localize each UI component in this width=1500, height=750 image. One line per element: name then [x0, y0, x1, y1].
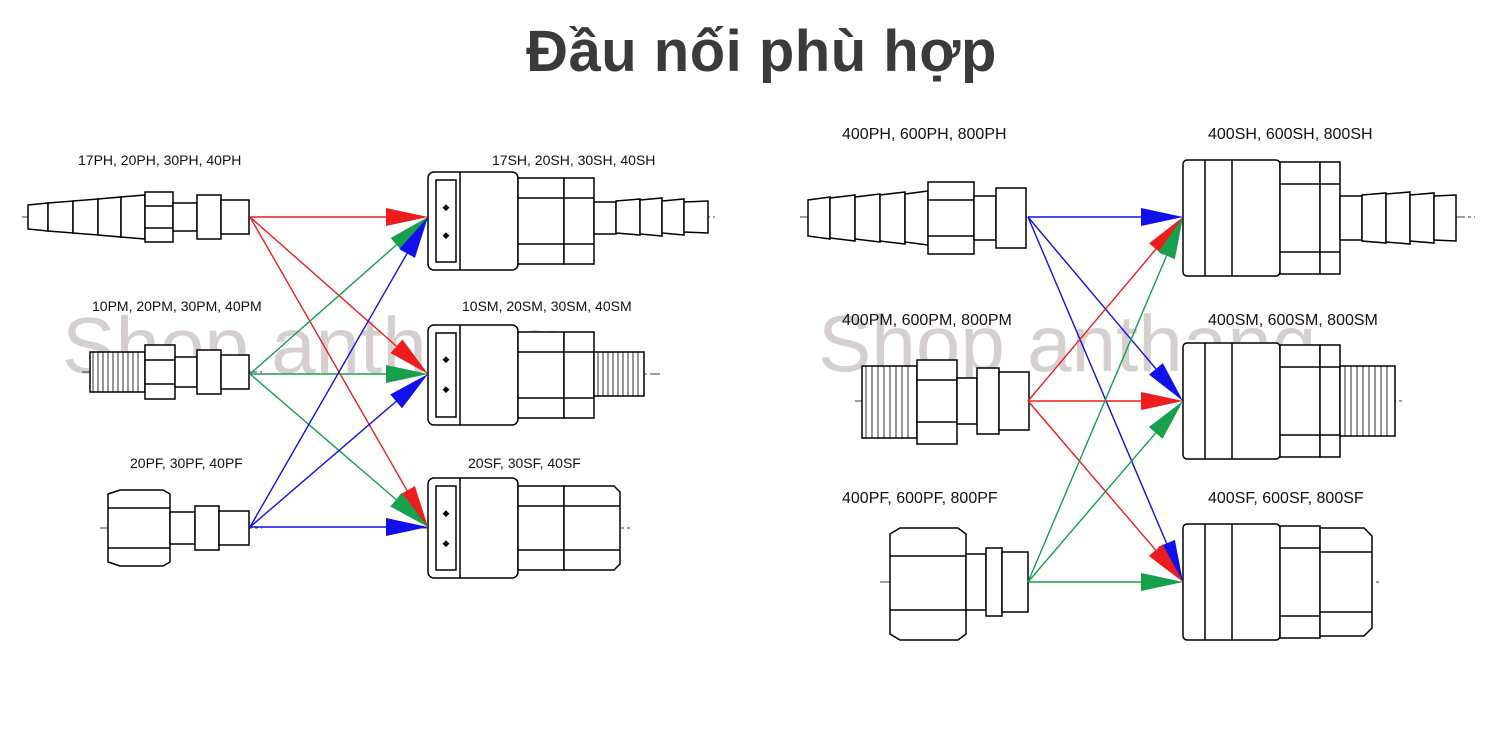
- page-title: Đầu nối phù hợp: [526, 19, 997, 84]
- right-connector-line-8: [1027, 432, 1157, 583]
- svg-text:◆: ◆: [443, 354, 450, 364]
- right-connector-arrowhead-2: [1149, 363, 1183, 401]
- left-plug-hose-barb: [22, 191, 262, 243]
- left-socket-label-3: 20SF, 30SF, 40SF: [468, 455, 581, 471]
- right-connector-line-3: [1027, 216, 1168, 544]
- right-plug-hose-barb: [800, 181, 1040, 255]
- left-socket-hose-barb: ◆ ◆: [420, 171, 715, 271]
- left-socket-label-2: 10SM, 20SM, 30SM, 40SM: [462, 298, 632, 314]
- right-socket-female-nut: [1175, 523, 1380, 641]
- right-connector-arrowhead-5: [1141, 392, 1183, 410]
- left-plug-label-2: 10PM, 20PM, 30PM, 40PM: [92, 298, 262, 314]
- right-socket-label-3: 400SF, 600SF, 800SF: [1208, 490, 1364, 507]
- left-connector-arrowhead-5: [386, 365, 428, 383]
- left-connector-line-4: [249, 244, 397, 375]
- right-socket-label-2: 400SM, 600SM, 800SM: [1208, 312, 1378, 329]
- right-connector-line-6: [1027, 400, 1157, 551]
- right-connector-line-4: [1027, 248, 1157, 402]
- left-connector-line-8: [249, 400, 397, 528]
- left-connector-arrowhead-8: [390, 374, 428, 409]
- left-connector-arrowhead-1: [386, 208, 428, 226]
- right-connector-arrowhead-1: [1141, 208, 1183, 226]
- right-connector-arrowhead-8: [1148, 401, 1183, 439]
- svg-text:◆: ◆: [443, 202, 450, 212]
- svg-text:◆: ◆: [443, 230, 450, 240]
- right-plug-male-thread: [855, 359, 1040, 445]
- svg-text:◆: ◆: [443, 538, 450, 548]
- left-connector-line-7: [249, 253, 408, 528]
- left-connector-line-2: [249, 216, 397, 347]
- left-socket-female-nut: ◆ ◆: [420, 477, 630, 579]
- left-plug-label-1: 17PH, 20PH, 30PH, 40PH: [78, 152, 242, 168]
- left-connector-arrowhead-7: [399, 217, 428, 258]
- right-plug-label-1: 400PH, 600PH, 800PH: [842, 126, 1007, 143]
- svg-text:◆: ◆: [443, 508, 450, 518]
- connection-arrows: [249, 208, 1183, 591]
- right-plug-label-3: 400PF, 600PF, 800PF: [842, 490, 998, 507]
- right-connector-line-2: [1027, 216, 1157, 370]
- left-plug-label-3: 20PF, 30PF, 40PF: [130, 455, 243, 471]
- left-connector-line-6: [249, 373, 397, 501]
- right-connector-arrowhead-4: [1149, 217, 1183, 255]
- left-socket-label-1: 17SH, 20SH, 30SH, 40SH: [492, 152, 656, 168]
- right-socket-label-1: 400SH, 600SH, 800SH: [1208, 126, 1373, 143]
- right-plug-female-nut: [880, 527, 1040, 641]
- left-connector-arrowhead-4: [390, 217, 428, 252]
- left-connector-arrowhead-2: [390, 339, 428, 374]
- left-connector-arrowhead-9: [386, 518, 428, 536]
- right-connector-arrowhead-6: [1148, 544, 1183, 582]
- left-connector-line-3: [249, 216, 408, 491]
- right-connector-line-7: [1027, 255, 1168, 583]
- right-connector-arrowhead-9: [1141, 573, 1183, 591]
- svg-text:◆: ◆: [443, 384, 450, 394]
- right-socket-hose-barb: [1175, 159, 1475, 277]
- left-connector-arrowhead-6: [390, 492, 428, 527]
- right-socket-male-thread: [1175, 342, 1405, 460]
- right-plug-label-2: 400PM, 600PM, 800PM: [842, 312, 1012, 329]
- right-connector-arrowhead-7: [1158, 217, 1183, 260]
- left-plug-male-thread: [82, 344, 262, 400]
- left-socket-male-thread: ◆ ◆: [420, 324, 660, 426]
- left-connector-arrowhead-3: [399, 486, 428, 527]
- left-plug-female-nut: [100, 489, 262, 567]
